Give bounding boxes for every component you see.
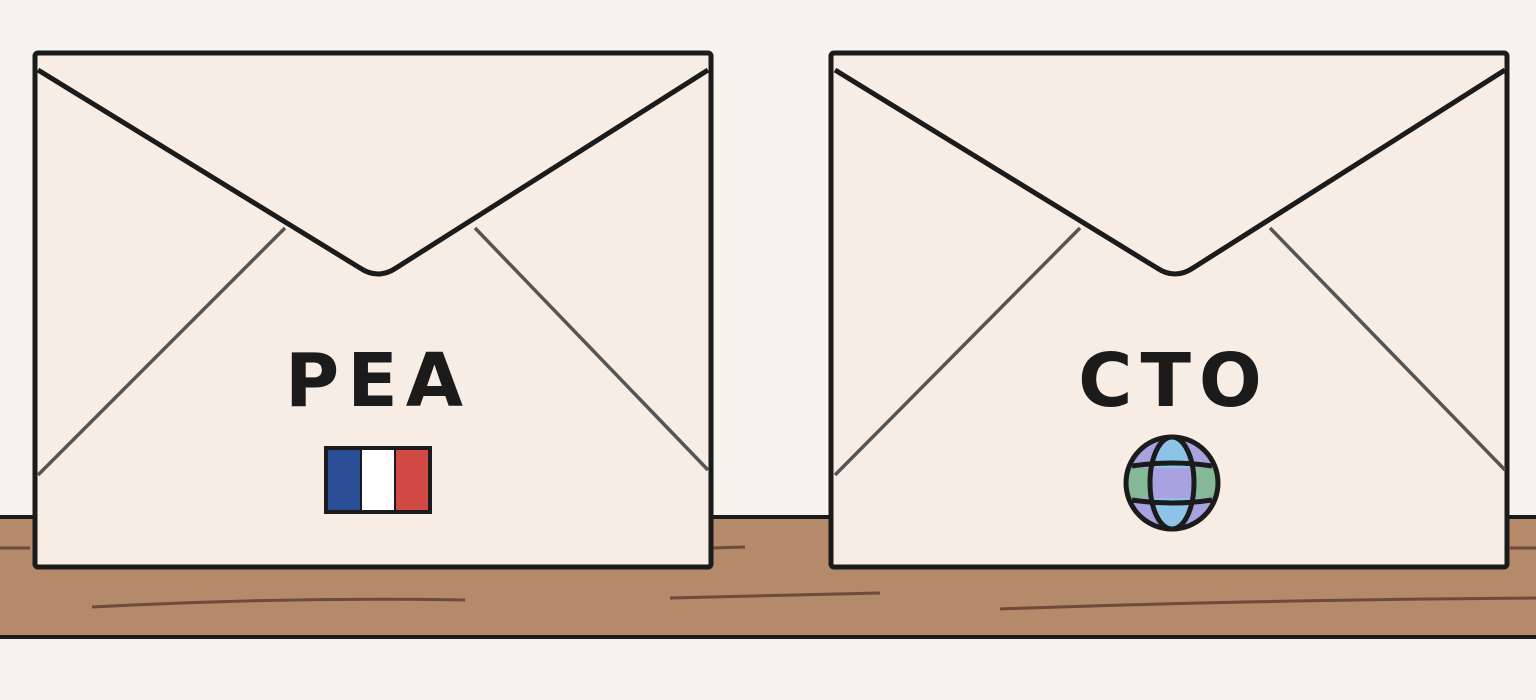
- globe-icon: [1123, 434, 1221, 532]
- french-flag-icon: [324, 446, 432, 514]
- envelope-label: CTO: [1078, 338, 1270, 424]
- envelope-label: PEA: [285, 338, 471, 424]
- envelope-cto[interactable]: CTO: [828, 50, 1510, 570]
- envelope-pea[interactable]: PEA: [32, 50, 714, 570]
